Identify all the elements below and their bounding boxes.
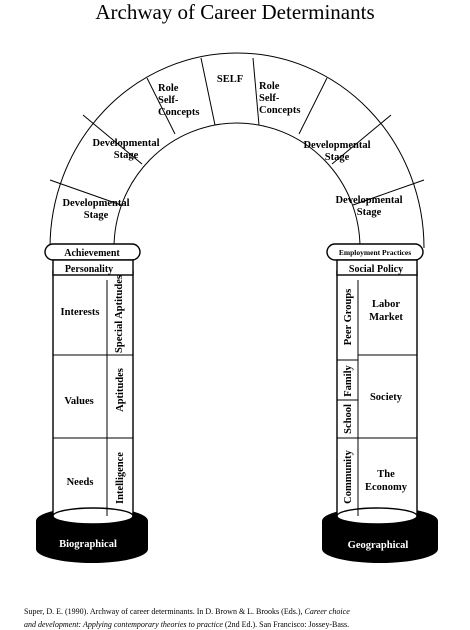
right-base-label: Geographical xyxy=(348,540,409,551)
citation-text: Super, D. E. (1990). Archway of career d… xyxy=(24,607,305,616)
arch-segment-left-lower: Developmental Stage xyxy=(62,198,129,221)
arch-segment-text: Developmental xyxy=(92,138,159,149)
right-cell-economy: Economy xyxy=(365,482,408,493)
citation-italic: Career choice xyxy=(305,607,351,616)
arch-divider xyxy=(82,114,143,165)
arch-segment-text: Concepts xyxy=(158,107,199,118)
right-side-community: Community xyxy=(343,449,354,503)
left-band xyxy=(52,259,134,276)
arch-divider xyxy=(146,77,176,135)
arch-segment-left-upper: Role Self- Concepts xyxy=(158,83,199,118)
right-shaft-foot xyxy=(336,507,418,525)
arch-divider xyxy=(298,77,328,135)
arch-keystone-label: SELF xyxy=(217,74,243,85)
left-side-intelligence: Intelligence xyxy=(115,452,126,504)
arch-segment-text: Stage xyxy=(357,207,382,218)
arch-segment-text: Developmental xyxy=(62,198,129,209)
right-band-label: Social Policy xyxy=(349,264,403,275)
right-base-bottom xyxy=(322,535,438,563)
arch-outer-edge xyxy=(49,52,425,249)
right-capital-label: Employment Practices xyxy=(339,248,411,257)
arch-divider xyxy=(49,179,122,206)
arch-segment-text: Developmental xyxy=(335,195,402,206)
arch-segment-right-middle: Developmental Stage xyxy=(303,140,370,163)
arch-divider xyxy=(331,114,392,165)
left-cell-needs: Needs xyxy=(67,477,94,488)
arch-segment-text: Concepts xyxy=(259,105,300,116)
left-shaft xyxy=(52,270,134,517)
arch-segment-right-lower: Developmental Stage xyxy=(335,195,402,218)
citation-line-2: and development: Applying contemporary t… xyxy=(24,620,349,629)
arch-segment-text: Stage xyxy=(325,152,350,163)
left-band-label: Personality xyxy=(65,264,113,275)
right-cell-market: Market xyxy=(369,312,403,323)
left-side-special-aptitudes: Special Aptitudes xyxy=(114,275,125,353)
arch-segment-text: Developmental xyxy=(303,140,370,151)
citation: Super, D. E. (1990). Archway of career d… xyxy=(24,607,350,629)
arch-inner-edge xyxy=(113,122,361,249)
arch-segment-text: Stage xyxy=(114,150,139,161)
arch-divider xyxy=(352,179,425,206)
citation-text: (2nd Ed.). San Francisco: Jossey-Bass. xyxy=(223,620,349,629)
right-column: Geographical Employment Practices Social… xyxy=(322,243,438,563)
arch-segment-text: Role xyxy=(259,81,280,92)
arch-segment-left-middle: Developmental Stage xyxy=(92,138,159,161)
right-cell-society: Society xyxy=(370,392,403,403)
arch-divider xyxy=(200,57,216,126)
right-band xyxy=(336,259,418,276)
arch-segment-right-upper: Role Self- Concepts xyxy=(259,81,300,116)
arch-divider xyxy=(252,57,260,126)
left-side-aptitudes: Aptitudes xyxy=(115,368,126,412)
arch-segment-text: Self- xyxy=(158,95,179,106)
arch-segment-text: Self- xyxy=(259,93,280,104)
arch-segment-text: Role xyxy=(158,83,179,94)
right-cell-the: The xyxy=(377,469,395,480)
citation-line-1: Super, D. E. (1990). Archway of career d… xyxy=(24,607,350,616)
arch: SELF Role Self- Concepts Role Self- Conc… xyxy=(49,52,425,249)
right-side-school: School xyxy=(343,404,354,434)
right-cell-labor: Labor xyxy=(372,299,400,310)
left-capital-label: Achievement xyxy=(64,248,120,259)
left-cell-interests: Interests xyxy=(61,307,100,318)
left-cell-values: Values xyxy=(64,396,93,407)
arch-segment-text: Stage xyxy=(84,210,109,221)
diagram-title: Archway of Career Determinants xyxy=(95,0,374,24)
left-column: Biographical Achievement Personality Int… xyxy=(36,243,148,563)
left-shaft-foot xyxy=(52,507,134,525)
left-base-label: Biographical xyxy=(59,539,117,550)
citation-italic: and development: Applying contemporary t… xyxy=(24,620,223,629)
right-side-peer-groups: Peer Groups xyxy=(343,289,354,345)
left-base-bottom xyxy=(36,535,148,563)
right-side-family: Family xyxy=(343,365,354,397)
